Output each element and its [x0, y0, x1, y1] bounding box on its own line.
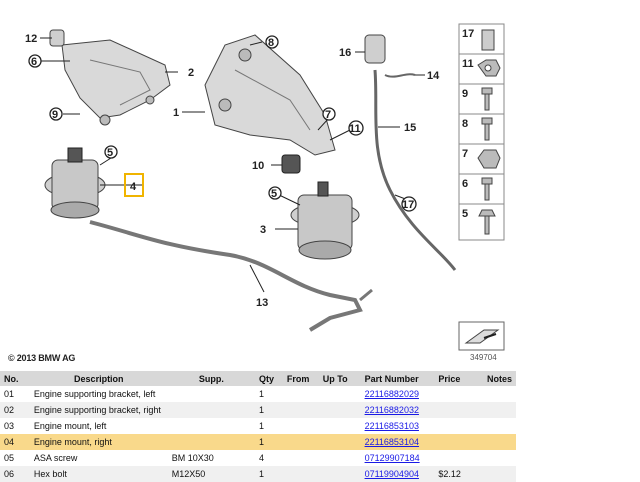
- copyright-text: © 2013 BMW AG: [8, 353, 76, 363]
- callout-8: 8: [268, 37, 274, 49]
- part-number-link[interactable]: 22116853104: [364, 437, 419, 447]
- part-number-link[interactable]: 22116882032: [364, 405, 419, 415]
- part-number-link[interactable]: 07119904904: [364, 469, 419, 479]
- col-notes: Notes: [478, 371, 516, 386]
- table-row: 02 Engine supporting bracket, right 1 22…: [0, 402, 516, 418]
- engine-mount-right[interactable]: [44, 147, 106, 219]
- col-no: No.: [0, 371, 30, 386]
- diagram-number: 349704: [470, 353, 497, 362]
- hardware-legend: 17 11 9 8 7 6 5: [458, 23, 505, 241]
- table-row: 05 ASA screw BM 10X30 4 07129907184: [4, 453, 420, 463]
- part-12[interactable]: [49, 29, 65, 47]
- callout-9: 9: [52, 109, 58, 121]
- col-price: Price: [434, 371, 479, 386]
- table-row: 06 Hex bolt M12X50 1 07119904904 $2.12: [0, 466, 516, 482]
- svg-text:8: 8: [462, 118, 468, 130]
- col-from: From: [282, 371, 319, 386]
- svg-text:7: 7: [462, 148, 468, 160]
- callout-7: 7: [325, 109, 331, 121]
- callout-13: 13: [256, 297, 268, 309]
- orientation-icon: [458, 321, 505, 351]
- part-10-nut[interactable]: [281, 154, 301, 174]
- callout-5: 5: [107, 147, 113, 159]
- table-header-row: No. Description Supp. Qty From Up To Par…: [0, 371, 516, 386]
- engine-supporting-bracket-left[interactable]: [61, 39, 171, 126]
- svg-text:5: 5: [462, 208, 468, 220]
- col-upto: Up To: [318, 371, 361, 386]
- engine-supporting-bracket-right[interactable]: [204, 34, 336, 156]
- callout-14: 14: [427, 70, 440, 82]
- col-part-number: Part Number: [360, 371, 435, 386]
- callout-16: 16: [339, 47, 351, 59]
- part-number-link[interactable]: 07129907184: [364, 453, 420, 463]
- table-row-highlighted: 04 Engine mount, right 1 22116853104: [0, 434, 516, 450]
- svg-text:11: 11: [462, 58, 474, 70]
- callout-11: 11: [349, 123, 361, 135]
- callout-4: 4: [130, 181, 137, 193]
- table-row: 01 Engine supporting bracket, left 1 221…: [4, 389, 419, 399]
- callout-labels: 12 6 2 1 8 9 7 11 5 4 10 5 3 13 16 14 15…: [25, 33, 440, 309]
- svg-text:17: 17: [462, 28, 474, 40]
- parts-table: No. Description Supp. Qty From Up To Par…: [0, 371, 516, 482]
- svg-text:9: 9: [462, 88, 468, 100]
- col-supp: Supp.: [167, 371, 255, 386]
- callout-5b: 5: [271, 188, 277, 200]
- callout-2: 2: [188, 67, 194, 79]
- callout-12: 12: [25, 33, 37, 45]
- parts-diagram: 12 6 2 1 8 9 7 11 5 4 10 5 3 13 16 14 15…: [25, 23, 505, 351]
- callout-10: 10: [252, 160, 264, 172]
- part-number-link[interactable]: 22116882029: [364, 389, 419, 399]
- col-qty: Qty: [255, 371, 283, 386]
- part-number-link[interactable]: 22116853103: [364, 421, 419, 431]
- callout-6: 6: [31, 56, 37, 68]
- svg-text:6: 6: [462, 178, 468, 190]
- callout-3: 3: [260, 224, 266, 236]
- col-description: Description: [29, 371, 168, 386]
- vacuum-line-15[interactable]: [373, 69, 457, 271]
- engine-mount-left[interactable]: [290, 181, 360, 260]
- part-16-connector[interactable]: [364, 34, 386, 64]
- highlight-box: [124, 173, 144, 197]
- callout-15: 15: [404, 122, 416, 134]
- callout-1: 1: [173, 107, 179, 119]
- table-row: 03 Engine mount, left 1 22116853103: [4, 421, 419, 431]
- vacuum-hose-13[interactable]: [89, 220, 363, 332]
- callout-17: 17: [402, 199, 414, 211]
